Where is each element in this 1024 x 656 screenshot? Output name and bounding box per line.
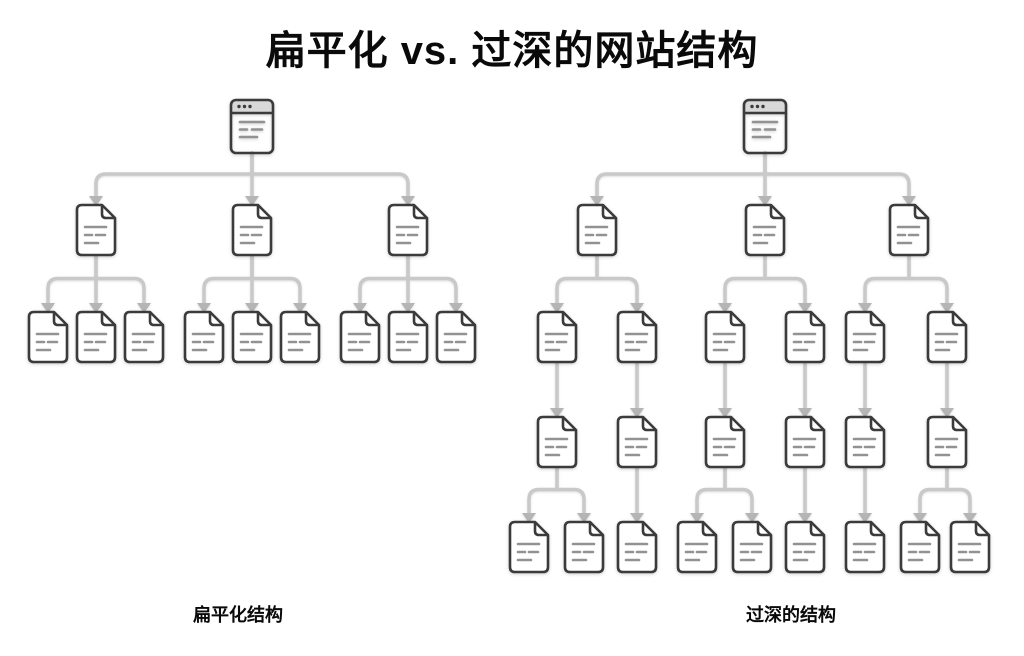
connector	[630, 360, 644, 418]
page-title: 扁平化 vs. 过深的网站结构	[265, 29, 759, 73]
document-icon	[676, 520, 718, 574]
connector	[197, 253, 307, 313]
document-icon	[231, 310, 273, 364]
connector	[718, 360, 732, 418]
caption-deep-structure: 过深的结构	[746, 605, 836, 625]
connector	[940, 360, 954, 418]
document-icon	[339, 310, 381, 364]
connector	[41, 253, 151, 313]
document-icon	[563, 520, 605, 574]
flat-structure-tree	[27, 98, 477, 364]
document-icon	[784, 310, 826, 364]
connectors	[41, 151, 463, 313]
document-icon	[183, 310, 225, 364]
nodes	[508, 98, 991, 574]
document-icon	[231, 203, 273, 257]
document-icon	[784, 415, 826, 469]
connectors	[522, 151, 977, 523]
connector	[690, 465, 759, 523]
document-icon	[899, 520, 941, 574]
document-icon	[616, 415, 658, 469]
connector	[630, 465, 644, 523]
caption-flat-structure: 扁平化结构	[193, 605, 283, 625]
document-icon	[926, 310, 968, 364]
browser-window-icon	[742, 98, 788, 155]
nodes	[27, 98, 477, 364]
document-icon	[387, 203, 429, 257]
document-icon	[844, 520, 886, 574]
document-icon	[704, 310, 746, 364]
document-icon	[435, 310, 477, 364]
document-icon	[949, 520, 991, 574]
document-icon	[123, 310, 165, 364]
connector	[858, 360, 872, 418]
document-icon	[75, 310, 117, 364]
document-icon	[731, 520, 773, 574]
document-icon	[926, 415, 968, 469]
connector	[913, 465, 977, 523]
document-icon	[616, 310, 658, 364]
connector	[550, 360, 564, 418]
document-icon	[387, 310, 429, 364]
connector	[858, 253, 954, 313]
document-icon	[744, 203, 786, 257]
document-icon	[616, 520, 658, 574]
browser-window-icon	[229, 98, 275, 155]
connector	[89, 151, 415, 206]
document-icon	[279, 310, 321, 364]
document-icon	[75, 203, 117, 257]
document-icon	[784, 520, 826, 574]
document-icon	[536, 310, 578, 364]
connector	[550, 253, 644, 313]
document-icon	[27, 310, 69, 364]
document-icon	[576, 203, 618, 257]
document-icon	[844, 310, 886, 364]
document-icon	[888, 203, 930, 257]
connector	[590, 151, 916, 206]
connector	[522, 465, 591, 523]
document-icon	[704, 415, 746, 469]
document-icon	[844, 415, 886, 469]
connector	[718, 253, 812, 313]
document-icon	[536, 415, 578, 469]
document-icon	[508, 520, 550, 574]
connector	[798, 465, 812, 523]
deep-structure-tree	[508, 98, 991, 574]
connector	[798, 360, 812, 418]
connector	[353, 253, 463, 313]
connector	[858, 465, 872, 523]
